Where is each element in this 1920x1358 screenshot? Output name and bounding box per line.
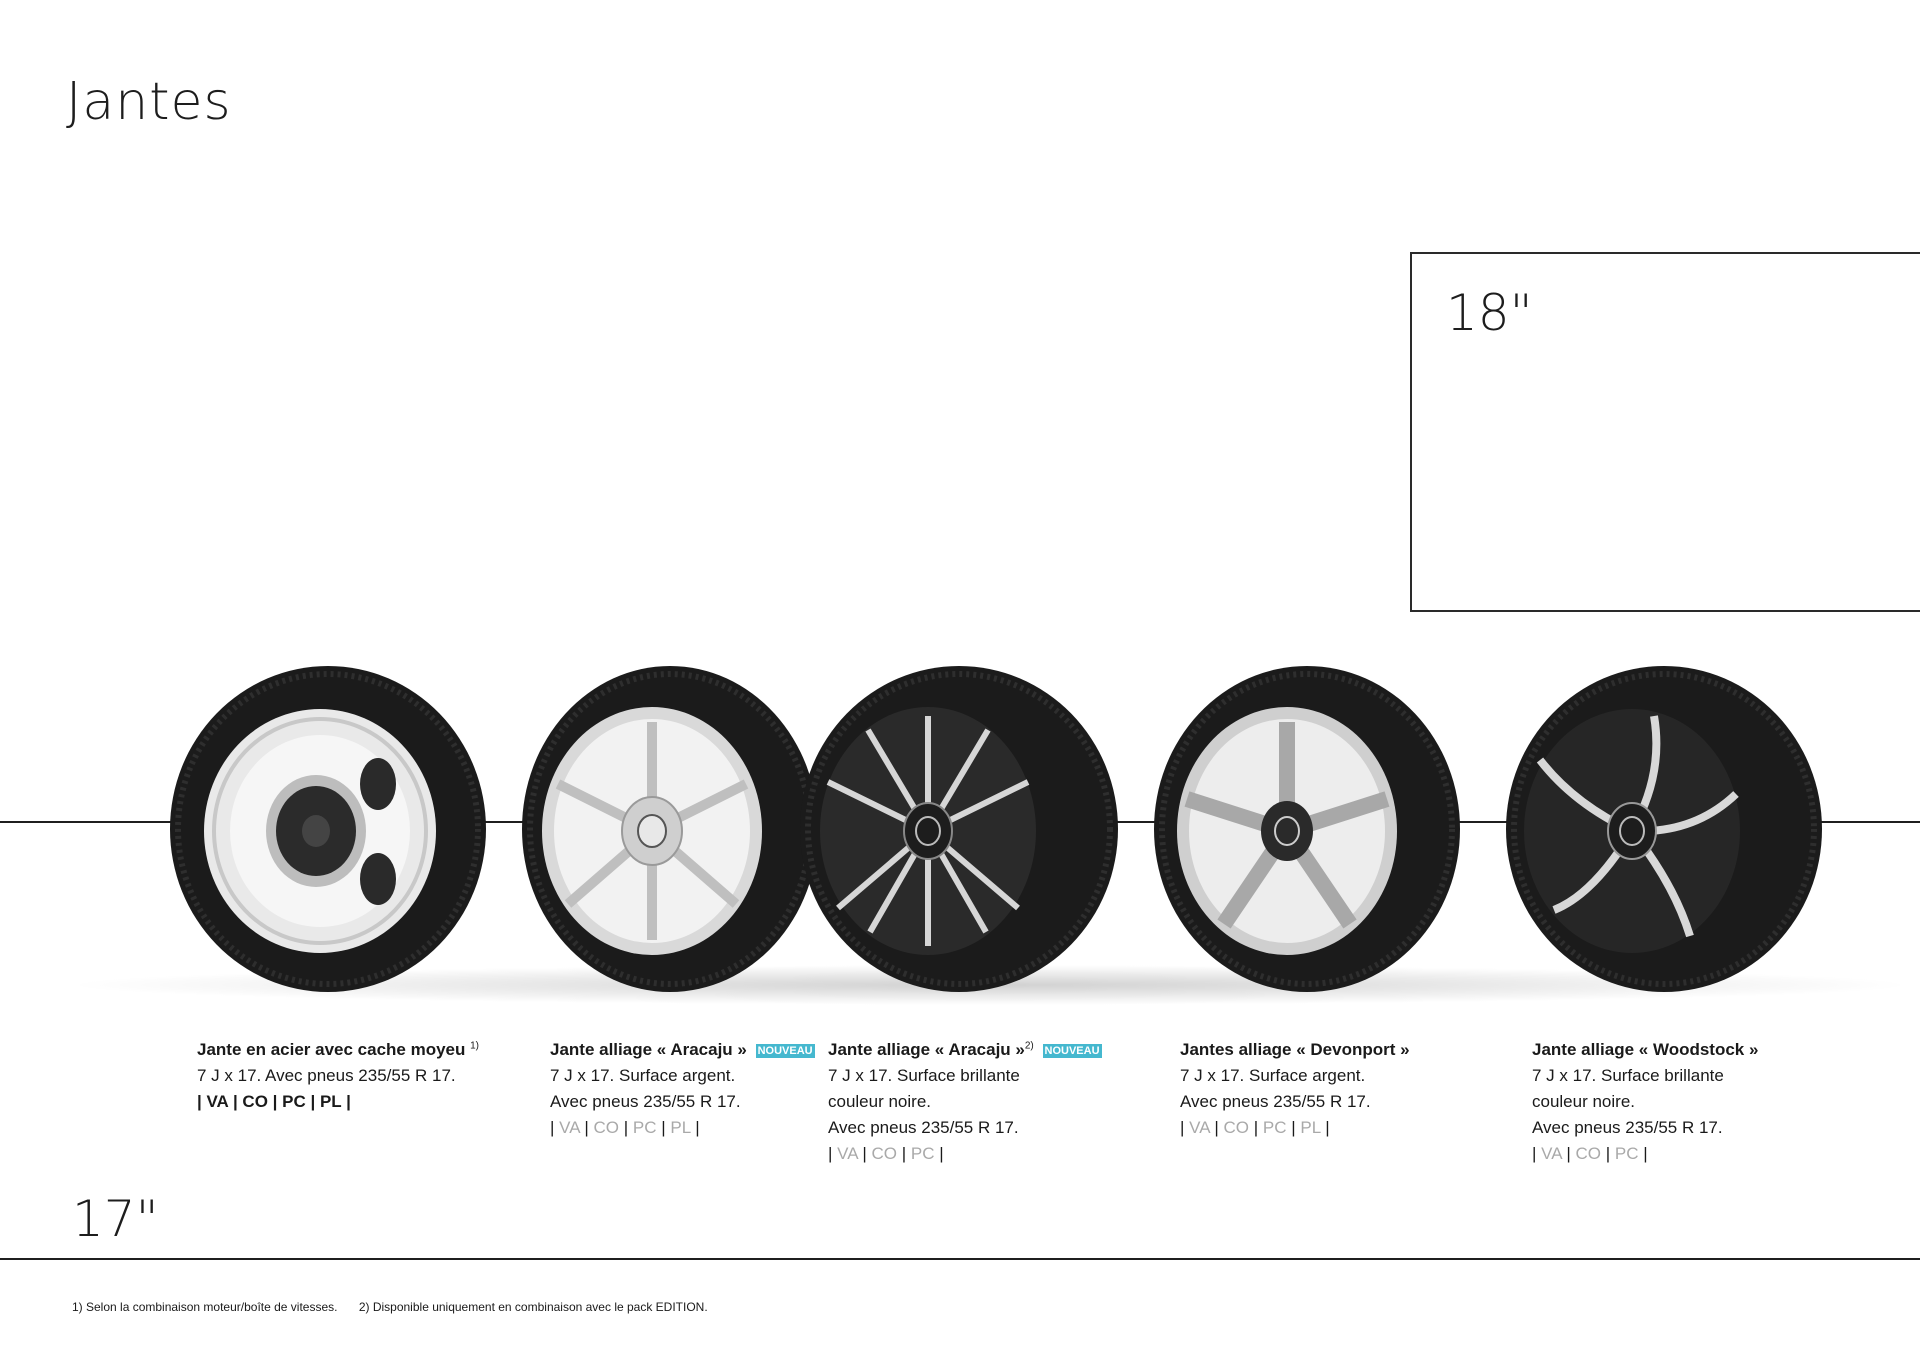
caption-line: Avec pneus 235/55 R 17. xyxy=(1180,1092,1371,1111)
caption-title-row: Jante alliage « Aracaju »2) NOUVEAU xyxy=(828,1037,1128,1063)
woodstock-wheel-icon xyxy=(1504,664,1824,994)
caption-aracaju-silver: Jante alliage « Aracaju » NOUVEAU 7 J x … xyxy=(550,1037,820,1141)
caption-line: Avec pneus 235/55 R 17. xyxy=(550,1092,741,1111)
code-va: VA xyxy=(1189,1118,1210,1137)
steel-wheel-icon xyxy=(168,664,488,994)
caption-woodstock: Jante alliage « Woodstock » 7 J x 17. Su… xyxy=(1532,1037,1822,1167)
devonport-wheel-icon xyxy=(1152,664,1462,994)
code-va: VA xyxy=(1541,1144,1562,1163)
caption-title: Jantes alliage « Devonport » xyxy=(1180,1040,1410,1059)
caption-devonport: Jantes alliage « Devonport » 7 J x 17. S… xyxy=(1180,1037,1470,1141)
caption-line: 7 J x 17. Surface argent. xyxy=(1180,1066,1366,1085)
code-co: CO xyxy=(1575,1144,1602,1163)
caption-line: 7 J x 17. Avec pneus 235/55 R 17. xyxy=(197,1066,456,1085)
footnotes: 1) Selon la combinaison moteur/boîte de … xyxy=(72,1300,726,1314)
code-co: CO xyxy=(593,1118,620,1137)
caption-title: Jante alliage « Woodstock » xyxy=(1532,1040,1759,1059)
aracaju-black-wheel-icon xyxy=(798,664,1120,994)
code-pc: PC xyxy=(1262,1118,1287,1137)
caption-line: 7 J x 17. Surface brillante xyxy=(828,1066,1020,1085)
code-co: CO xyxy=(242,1092,268,1111)
footnote-2: 2) Disponible uniquement en combinaison … xyxy=(358,1300,708,1314)
code-pl: PL xyxy=(319,1092,342,1111)
new-badge: NOUVEAU xyxy=(755,1044,815,1058)
footnote-1: 1) Selon la combinaison moteur/boîte de … xyxy=(72,1300,338,1314)
caption-title: Jante alliage « Aracaju » xyxy=(828,1040,1025,1059)
caption-title-row: Jantes alliage « Devonport » xyxy=(1180,1037,1470,1063)
size-18-box: 18" xyxy=(1410,252,1920,612)
code-pc: PC xyxy=(632,1118,657,1137)
code-pc: PC xyxy=(1614,1144,1639,1163)
footnote-ref: 1) xyxy=(470,1040,480,1052)
availability-codes: | VA | CO | PC | PL | xyxy=(1180,1118,1330,1137)
caption-line: Avec pneus 235/55 R 17. xyxy=(1532,1118,1723,1137)
caption-line: couleur noire. xyxy=(1532,1092,1636,1111)
page-title: Jantes xyxy=(66,72,232,132)
caption-line: Avec pneus 235/55 R 17. xyxy=(828,1118,1019,1137)
code-pl: PL xyxy=(1300,1118,1321,1137)
caption-title: Jante alliage « Aracaju » xyxy=(550,1040,747,1059)
code-co: CO xyxy=(871,1144,898,1163)
new-badge: NOUVEAU xyxy=(1042,1044,1102,1058)
code-pc: PC xyxy=(282,1092,306,1111)
caption-steel-wheel: Jante en acier avec cache moyeu 1) 7 J x… xyxy=(197,1037,487,1115)
caption-line: 7 J x 17. Surface argent. xyxy=(550,1066,736,1085)
caption-title: Jante en acier avec cache moyeu xyxy=(197,1040,466,1059)
availability-codes: | VA | CO | PC | PL | xyxy=(550,1118,700,1137)
availability-codes: | VA | CO | PC | xyxy=(1532,1144,1648,1163)
caption-aracaju-black: Jante alliage « Aracaju »2) NOUVEAU 7 J … xyxy=(828,1037,1128,1167)
code-pc: PC xyxy=(910,1144,935,1163)
code-va: VA xyxy=(837,1144,858,1163)
code-pl: PL xyxy=(670,1118,691,1137)
size-18-label: 18" xyxy=(1446,284,1533,342)
aracaju-silver-wheel-icon xyxy=(520,664,820,994)
caption-title-row: Jante alliage « Woodstock » xyxy=(1532,1037,1822,1063)
code-va: VA xyxy=(559,1118,580,1137)
code-co: CO xyxy=(1223,1118,1250,1137)
caption-title-row: Jante alliage « Aracaju » NOUVEAU xyxy=(550,1037,820,1063)
bottom-divider xyxy=(0,1258,1920,1260)
caption-title-row: Jante en acier avec cache moyeu 1) xyxy=(197,1037,487,1063)
footnote-ref: 2) xyxy=(1024,1040,1034,1052)
code-va: VA xyxy=(206,1092,229,1111)
availability-codes: | VA | CO | PC | xyxy=(828,1144,944,1163)
caption-line: couleur noire. xyxy=(828,1092,932,1111)
availability-codes: | VA | CO | PC | PL | xyxy=(197,1092,351,1111)
caption-line: 7 J x 17. Surface brillante xyxy=(1532,1066,1724,1085)
size-17-label: 17" xyxy=(72,1190,159,1248)
